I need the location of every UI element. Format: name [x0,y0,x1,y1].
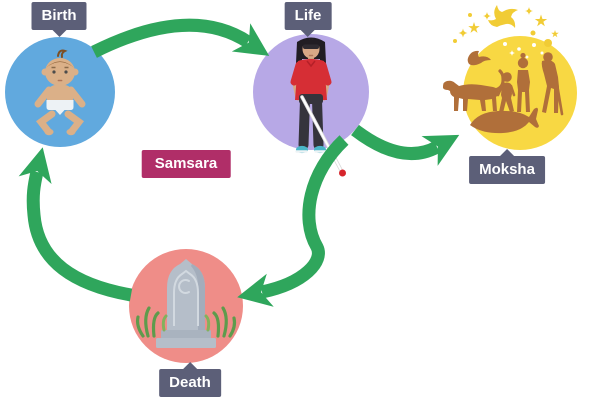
death-label: Death [159,362,221,397]
life-label: Life [284,2,332,37]
woman-silhouette-icon [517,52,530,112]
sparkle-icon [509,50,515,56]
sparkle-icon [524,54,530,60]
star-icon [468,22,480,33]
sparkle-icon [458,28,468,38]
sparkle-icon [483,12,491,20]
woman-with-cane-icon [290,37,346,177]
pointer-down-icon [300,30,315,40]
crescent-icon [178,279,190,294]
arrow-life-to-death [237,135,349,307]
dove-icon [488,5,518,28]
birth-label-text: Birth [41,7,77,24]
sunglasses-icon [303,44,319,49]
grass-icon [161,314,211,332]
white-cane-icon [300,95,346,177]
bird-icon [467,50,491,66]
arrow-life-to-moksha [351,124,460,166]
baby-icon [34,49,86,136]
moksha-label: Moksha [469,149,545,184]
star-icon [534,14,548,27]
pointer-up-icon [499,146,514,156]
arrow-death-to-birth [18,147,133,302]
death-label-text: Death [169,374,211,391]
pointer-down-icon [52,30,66,40]
reincarnated-beings-icon [443,5,564,134]
sparkle-icon [525,7,533,15]
birth-label: Birth [31,2,87,37]
grass-icon [135,306,160,338]
samsara-label: Samsara [141,150,231,178]
death-circle [129,249,243,363]
moksha-label-text: Moksha [479,161,535,178]
samsara-label-text: Samsara [154,155,218,172]
elder-icon [541,52,564,116]
child-icon [496,72,516,113]
whale-icon [470,107,539,134]
moksha-circle [443,5,577,150]
life-circle [253,34,369,177]
star-icon [551,30,559,38]
life-label-text: Life [294,7,322,24]
grass-icon [212,306,237,338]
arrow-birth-to-life [91,18,270,58]
gravestone-icon [135,259,237,348]
pointer-up-icon [183,359,197,369]
birth-circle [5,37,115,147]
